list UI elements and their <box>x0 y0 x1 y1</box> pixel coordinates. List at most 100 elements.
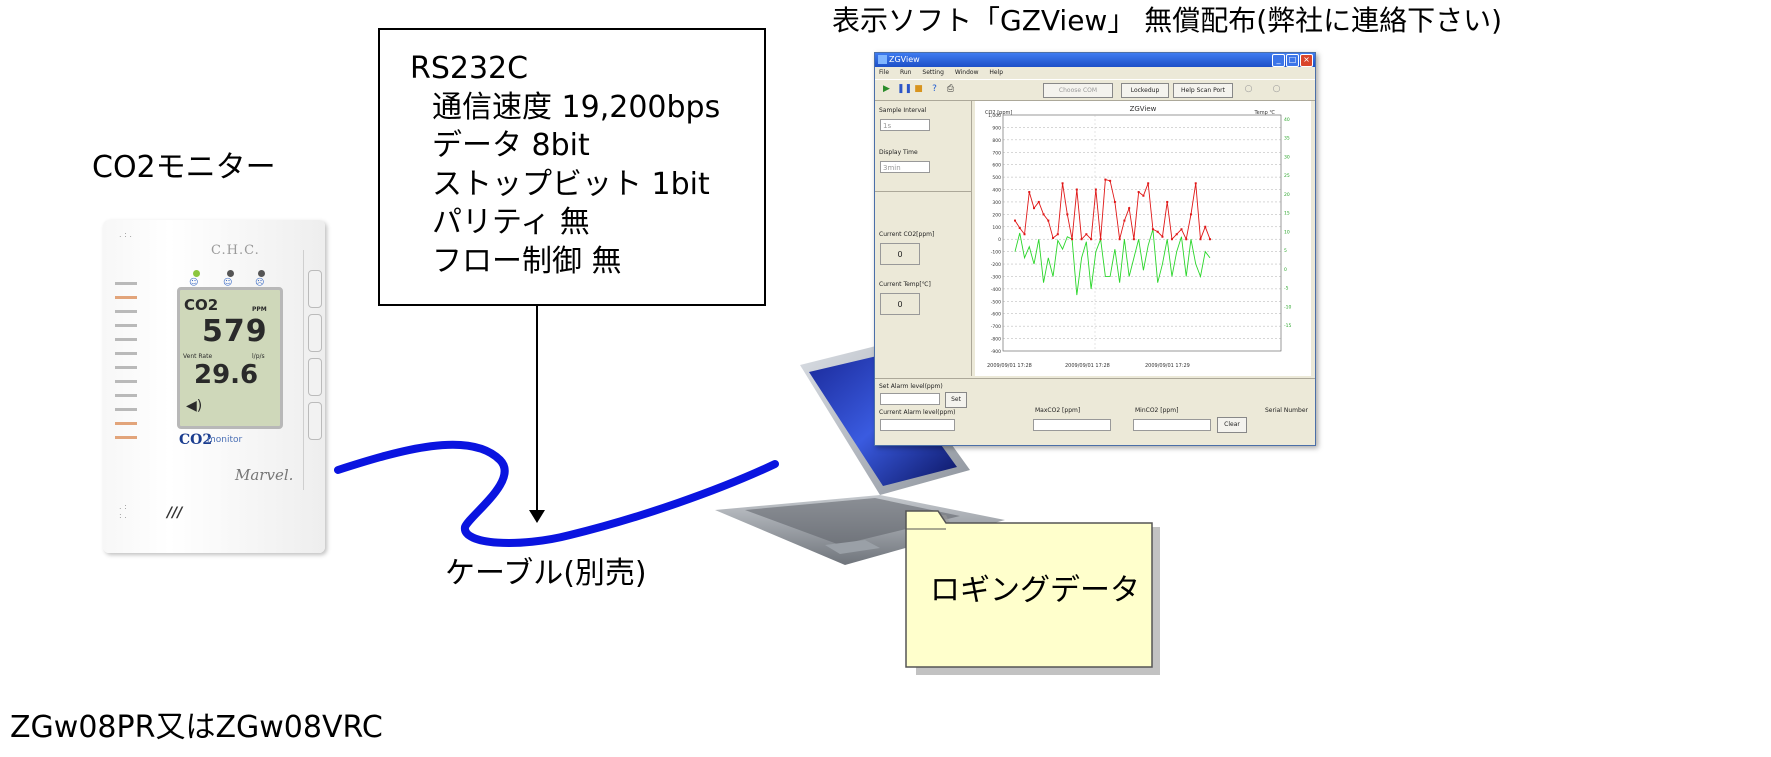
co2-point <box>1161 235 1164 238</box>
min-co2-value <box>1133 419 1211 431</box>
model-label: ZGw08PR又はZGw08VRC <box>10 710 383 745</box>
lcd-co2-value: 579 <box>202 314 268 349</box>
led-red <box>258 270 265 277</box>
min-co2-label: MinCO2 [ppm] <box>1135 407 1179 414</box>
co2-point <box>1128 207 1131 210</box>
print-icon[interactable]: ⎙ <box>946 84 955 94</box>
menu-window[interactable]: Window <box>954 69 979 76</box>
choose-com-select[interactable]: Choose COM <box>1043 83 1113 98</box>
chart-right-tick: -10 <box>1284 304 1291 310</box>
lcd-ppm-label: PPM <box>252 306 267 313</box>
chart-left-tick: 100 <box>992 225 1001 231</box>
app-bottom-panel: Set Alarm level(ppm) Set Current Alarm l… <box>875 378 1315 445</box>
spec-title: RS232C <box>410 51 529 86</box>
chart-left-tick: 200 <box>992 212 1001 218</box>
co2-point <box>1142 194 1145 197</box>
spec-stop-bits: ストップビット 1bit <box>432 166 710 202</box>
radio-option-2-icon[interactable]: ○ <box>1272 84 1281 94</box>
spec-parity: パリティ 無 <box>432 205 590 240</box>
spec-baud-rate: 通信速度 19,200bps <box>432 89 721 125</box>
co2-point <box>1047 219 1050 222</box>
set-alarm-button[interactable]: Set <box>945 392 967 408</box>
current-alarm-label: Current Alarm level(ppm) <box>879 409 956 416</box>
minimize-icon[interactable]: _ <box>1272 54 1285 67</box>
help-scan-port-button[interactable]: Help Scan Port <box>1173 83 1233 98</box>
menu-file[interactable]: File <box>879 69 890 76</box>
chart-left-tick: -300 <box>991 274 1001 280</box>
chart-ylabel-right: Temp ℃ <box>1253 110 1275 116</box>
lcd-vent-value: 29.6 <box>194 360 259 390</box>
co2-point <box>1194 182 1197 185</box>
display-time-input[interactable]: 3min <box>880 161 930 173</box>
max-co2-label: MaxCO2 [ppm] <box>1035 407 1081 414</box>
chart-left-tick: 800 <box>992 138 1001 144</box>
co2-point <box>1123 219 1126 222</box>
run-icon[interactable]: ▶ <box>883 84 890 94</box>
logging-data-folder-icon <box>905 510 1160 675</box>
chart-right-tick: -15 <box>1284 323 1291 329</box>
chart-left-tick: 1,000 <box>988 113 1001 119</box>
radio-option-1-icon[interactable]: ○ <box>1244 84 1253 94</box>
chart-right-tick: 20 <box>1284 192 1290 198</box>
chart-left-tick: 0 <box>998 237 1001 243</box>
co2-point <box>1170 238 1173 241</box>
co2-point <box>1180 228 1183 231</box>
co2-point <box>1075 188 1078 191</box>
chart-right-tick: 30 <box>1284 154 1290 160</box>
temp-series-line <box>1014 229 1211 296</box>
co2-point <box>1071 238 1074 241</box>
app-menubar: File Run Setting Window Help <box>875 67 1315 78</box>
co2-point <box>1147 182 1150 185</box>
sample-interval-input[interactable]: 1s <box>880 119 930 131</box>
maximize-icon[interactable]: □ <box>1286 54 1299 67</box>
co2-point <box>1151 228 1154 231</box>
spec-pointer-arrowhead <box>529 510 545 523</box>
cable-label: ケーブル(別売) <box>445 556 647 591</box>
co2-point <box>1080 238 1083 241</box>
pause-icon[interactable]: ❚❚ <box>897 84 913 94</box>
co2-point <box>1137 191 1140 194</box>
neutral-face-icon: ☺ <box>223 278 233 288</box>
clear-button[interactable]: Clear <box>1217 417 1247 433</box>
co2-point <box>1028 191 1031 194</box>
serial-number-label: Serial Number <box>1265 407 1308 414</box>
set-alarm-input[interactable] <box>880 393 940 405</box>
led-green <box>193 270 200 277</box>
lcd-vent-unit: l/p/s <box>252 353 265 360</box>
chart-left-tick: -400 <box>991 287 1001 293</box>
app-left-panel: Sample Interval 1s Display Time 3min Cur… <box>875 101 972 376</box>
monitor-label: CO2モニター <box>92 150 276 185</box>
smile-face-icon: ☺ <box>189 278 199 288</box>
gzview-window: ZGView _ □ × File Run Setting Window Hel… <box>874 52 1316 446</box>
chart-left-tick: 900 <box>992 125 1001 131</box>
chart-right-tick: 35 <box>1284 136 1290 142</box>
device-marvel-logo: Marvel. <box>235 466 294 484</box>
spec-data-bits: データ 8bit <box>432 128 590 163</box>
chart-right-tick: 0 <box>1284 267 1287 273</box>
app-logo-icon <box>878 55 887 64</box>
app-titlebar: ZGView <box>875 53 1315 67</box>
co2-point <box>1132 238 1135 241</box>
set-alarm-label: Set Alarm level(ppm) <box>879 383 943 390</box>
co2-point <box>1113 200 1116 203</box>
alert-face-icon: ☹ <box>255 278 265 288</box>
menu-help[interactable]: Help <box>989 69 1004 76</box>
co2-point <box>1037 200 1040 203</box>
help-icon[interactable]: ? <box>932 84 937 94</box>
co2-point <box>1056 233 1059 236</box>
stop-icon[interactable]: ■ <box>914 84 923 94</box>
chart-left-tick: -600 <box>991 312 1001 318</box>
chart-title: ZGView <box>1130 105 1157 113</box>
lockedup-button[interactable]: Lockedup <box>1121 83 1169 98</box>
rs232c-spec-box: RS232C 通信速度 19,200bps データ 8bit ストップビット 1… <box>378 28 766 306</box>
close-icon[interactable]: × <box>1300 54 1313 67</box>
chart-left-tick: -700 <box>991 324 1001 330</box>
display-time-label: Display Time <box>879 149 918 156</box>
device-mark: /// <box>167 505 183 521</box>
menu-run[interactable]: Run <box>899 69 912 76</box>
spec-flow-control: フロー制御 無 <box>432 243 622 279</box>
menu-setting[interactable]: Setting <box>922 69 944 76</box>
co2-point <box>1042 213 1045 216</box>
device-button-2 <box>308 314 322 352</box>
